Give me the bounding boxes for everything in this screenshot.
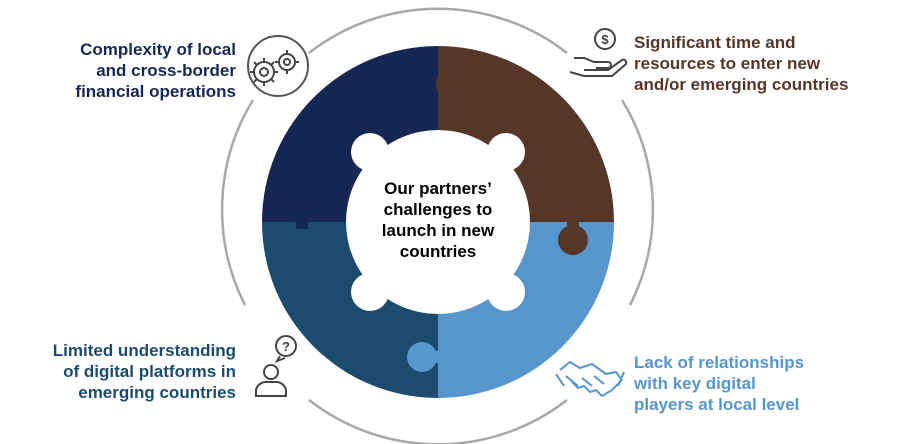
center-title-line-2: challenges to	[383, 200, 493, 219]
outer-ring-arc-top	[308, 7, 568, 54]
puzzle-tab-right-neck	[567, 216, 579, 226]
svg-text:$: $	[601, 32, 609, 47]
challenge-label-top-left: Complexity of local and cross-border fin…	[8, 39, 236, 102]
challenge-bottom-left-line-3: emerging countries	[78, 383, 236, 402]
challenge-top-left-line-2: and cross-border	[96, 61, 236, 80]
question-person-icon: ?	[255, 335, 297, 397]
outer-ring-arc-left	[220, 99, 255, 306]
challenge-label-bottom-left: Limited understanding of digital platfor…	[2, 340, 236, 403]
challenge-label-bottom-right: Lack of relationships with key digital p…	[634, 352, 884, 415]
money-hand-icon: $	[569, 28, 628, 77]
challenge-bottom-right-line-1: Lack of relationships	[634, 353, 805, 372]
challenge-bottom-right-line-3: players at local level	[634, 395, 800, 414]
handshake-icon	[555, 360, 625, 398]
challenge-top-left-line-3: financial operations	[75, 82, 236, 101]
puzzle-tab-right	[558, 225, 588, 255]
center-hub	[346, 130, 530, 314]
challenge-top-left-line-1: Complexity of local	[80, 40, 236, 59]
puzzle-tab-top	[436, 69, 466, 99]
center-title: Our partners’ challenges to launch in ne…	[338, 178, 538, 262]
svg-text:?: ?	[282, 339, 290, 354]
puzzle-tab-left-neck	[296, 221, 308, 229]
challenge-top-right-line-3: and/or emerging countries	[634, 75, 849, 94]
puzzle-tab-bottom-neck	[428, 351, 440, 363]
puzzle-tab-top-neck	[437, 78, 445, 90]
challenge-bottom-right-line-2: with key digital	[634, 374, 756, 393]
challenge-top-right-line-1: Significant time and	[634, 33, 796, 52]
challenge-label-top-right: Significant time and resources to enter …	[634, 32, 912, 95]
outer-ring-arc-right	[620, 99, 655, 306]
center-title-line-3: launch in new	[381, 221, 495, 240]
challenge-top-right-line-2: resources to enter new	[634, 54, 821, 73]
center-title-line-4: countries	[399, 242, 477, 261]
challenge-bottom-left-line-1: Limited understanding	[52, 341, 236, 360]
puzzle-tab-left	[287, 194, 317, 224]
challenge-bottom-left-line-2: of digital platforms in	[63, 362, 236, 381]
outer-ring-arc-bottom	[308, 399, 568, 444]
puzzle-tab-bottom	[407, 342, 437, 372]
center-title-line-1: Our partners’	[384, 179, 492, 198]
gears-icon	[247, 35, 309, 97]
